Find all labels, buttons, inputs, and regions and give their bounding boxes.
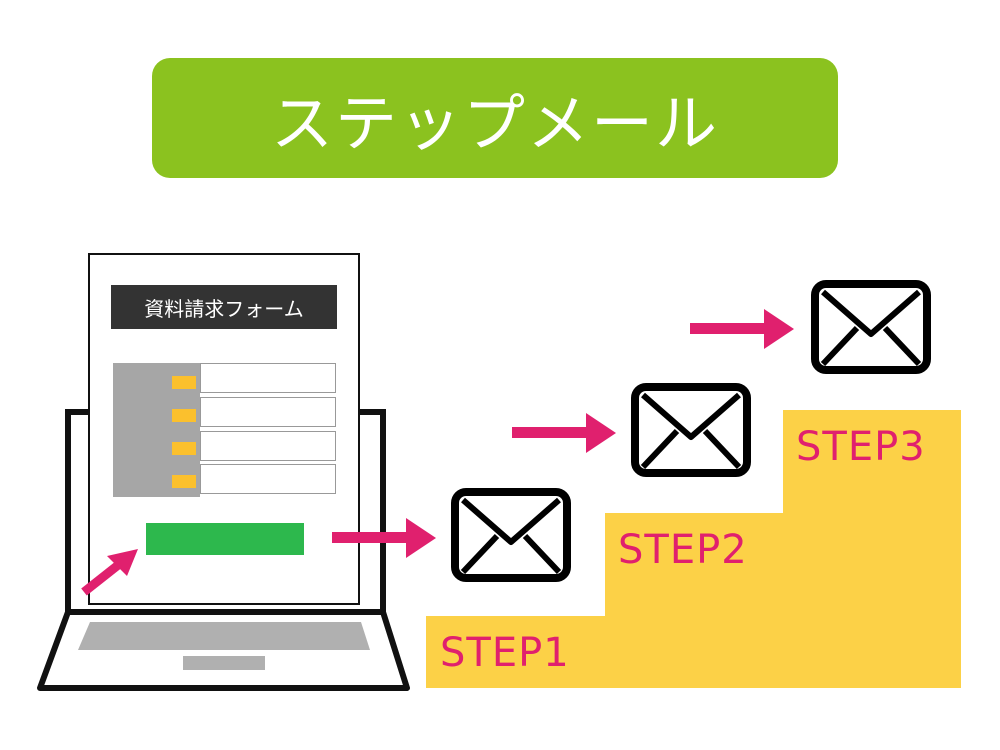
form-field <box>200 431 336 461</box>
step3-block <box>783 410 961 688</box>
arrow-right-icon <box>690 309 794 349</box>
form-label-marker <box>172 409 196 422</box>
envelope-icon <box>811 280 931 374</box>
form-field <box>200 363 336 393</box>
form-label-marker <box>172 475 196 488</box>
envelope-icon <box>451 488 571 582</box>
request-form-document: 資料請求フォーム <box>88 253 360 605</box>
step2-block <box>605 513 785 688</box>
step1-label: STEP1 <box>440 630 570 676</box>
envelope-icon <box>631 383 751 477</box>
form-header: 資料請求フォーム <box>111 285 337 329</box>
arrow-right-icon <box>81 549 138 596</box>
form-label-column <box>113 363 200 497</box>
submit-button <box>146 523 304 555</box>
title-banner: ステップメール <box>152 58 838 178</box>
arrow-right-icon <box>512 413 616 453</box>
step2-label: STEP2 <box>618 527 748 573</box>
form-field <box>200 397 336 427</box>
step1-block <box>426 616 608 688</box>
arrow-right-icon <box>332 518 436 558</box>
form-field <box>200 464 336 494</box>
step3-label: STEP3 <box>796 424 926 470</box>
page-title: ステップメール <box>270 87 719 160</box>
form-label-marker <box>172 376 196 389</box>
form-label-marker <box>172 442 196 455</box>
